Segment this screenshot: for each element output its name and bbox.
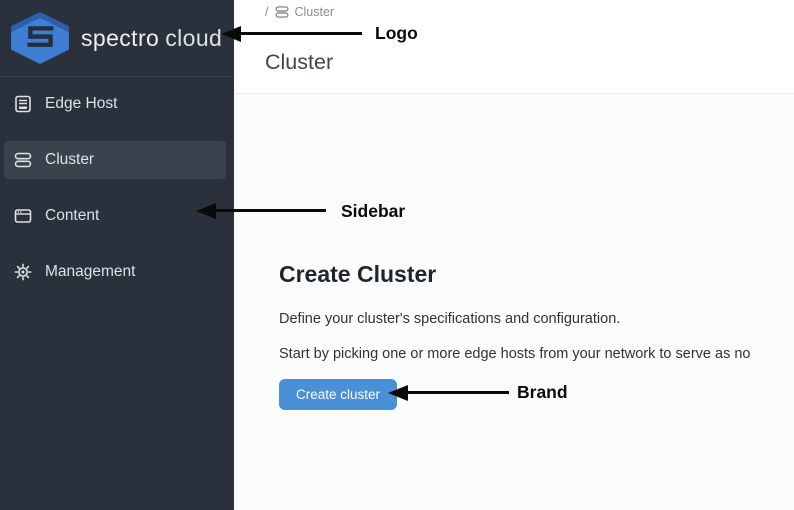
breadcrumb: / Cluster [265,0,794,19]
annotation-label-brand: Brand [517,382,568,402]
sidebar-nav: Edge Host Cluster [0,77,234,291]
sidebar-item-cluster[interactable]: Cluster [4,141,226,179]
content-icon [14,207,32,225]
annotation-arrow-logo [239,32,362,35]
page-header: / Cluster Cluster [234,0,794,94]
annotation-arrowhead-brand [388,385,408,401]
description-line-2: Start by picking one or more edge hosts … [279,346,751,362]
sidebar-item-label: Cluster [45,151,95,168]
sidebar-item-edge-host[interactable]: Edge Host [4,85,226,123]
sidebar-item-management[interactable]: Management [4,253,226,291]
spectro-cloud-logo-icon [9,11,71,65]
create-cluster-heading: Create Cluster [279,261,437,287]
annotation-label-logo: Logo [375,23,418,43]
brand-name-primary: spectro [81,24,160,51]
annotation-label-sidebar: Sidebar [341,201,406,221]
create-cluster-button[interactable]: Create cluster [279,379,398,410]
annotation-arrow-brand [406,391,509,394]
cluster-icon [14,151,32,169]
main-area: / Cluster Cluster Create Cluster Define … [234,0,794,510]
page-title: Cluster [265,50,334,74]
annotation-arrowhead-sidebar [196,203,216,219]
breadcrumb-separator: / [265,5,269,19]
sidebar-item-label: Edge Host [45,95,118,112]
management-icon [14,263,32,281]
edge-host-icon [14,95,32,113]
description-line-1: Define your cluster's specifications and… [279,311,621,327]
breadcrumb-item-cluster[interactable]: Cluster [294,5,335,19]
content-area: Create Cluster Define your cluster's spe… [234,94,794,410]
sidebar-item-content[interactable]: Content [4,197,226,235]
annotation-arrowhead-logo [221,26,241,42]
cluster-icon [275,5,290,19]
sidebar-item-label: Management [45,263,136,280]
brand-name-secondary: cloud [165,24,223,51]
sidebar-item-label: Content [45,207,100,224]
annotation-arrow-sidebar [214,209,326,212]
